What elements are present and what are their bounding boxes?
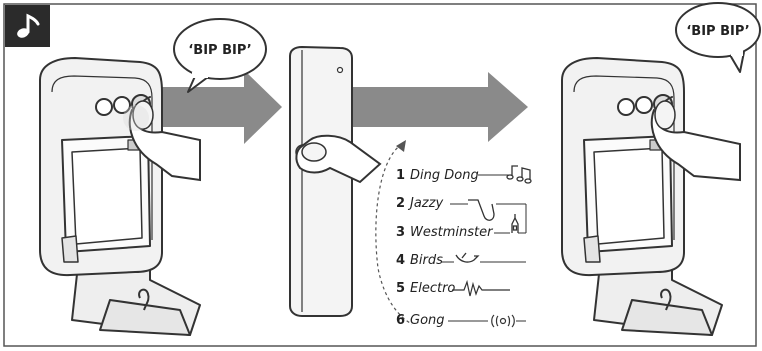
music-note-icon bbox=[5, 5, 50, 47]
melody-number: 6 bbox=[396, 313, 405, 328]
left-speech-bubble bbox=[173, 18, 267, 93]
melody-name: Westminster bbox=[410, 225, 494, 240]
melody-number: 3 bbox=[396, 225, 405, 240]
ding-dong-notes-icon bbox=[506, 165, 532, 184]
melody-row: 4 Birds bbox=[396, 252, 526, 268]
melody-row: 2 Jazzy bbox=[396, 196, 526, 221]
melody-row: 1 Ding Dong bbox=[396, 165, 532, 184]
right-bubble-text: ‘BIP BIP’ bbox=[686, 24, 749, 39]
diagram-frame bbox=[3, 3, 757, 347]
melody-row: 5 Electro bbox=[396, 279, 510, 297]
gong-sound-icon bbox=[491, 314, 515, 328]
doorbell-handset bbox=[289, 46, 353, 317]
arrow-to-handset bbox=[150, 70, 282, 144]
bird-icon bbox=[455, 252, 480, 263]
left-bubble-text: ‘BIP BIP’ bbox=[188, 43, 251, 58]
middle-finger-press bbox=[295, 134, 382, 184]
melody-name: Birds bbox=[410, 253, 443, 268]
right-finger-press bbox=[650, 96, 741, 182]
saxophone-icon bbox=[468, 199, 495, 221]
bell-tower-icon bbox=[511, 214, 519, 233]
electro-wave-icon bbox=[452, 279, 510, 297]
melody-cycle-arrowhead bbox=[396, 140, 406, 152]
melody-name: Jazzy bbox=[407, 196, 443, 211]
melody-cycle-arc bbox=[375, 143, 413, 325]
melody-name: Ding Dong bbox=[410, 168, 479, 183]
melody-number: 4 bbox=[396, 253, 405, 268]
right-speech-bubble bbox=[675, 2, 761, 73]
left-chime-unit bbox=[39, 57, 201, 336]
melody-list: 1 Ding Dong 2 Jazzy 3 Westminster bbox=[396, 165, 532, 328]
left-finger-press bbox=[123, 96, 201, 182]
melody-name: Gong bbox=[410, 313, 445, 328]
melody-row: 6 Gong bbox=[396, 313, 526, 328]
melody-number: 1 bbox=[396, 168, 405, 183]
right-chime-unit bbox=[561, 57, 723, 336]
arrow-to-chime bbox=[350, 72, 528, 142]
melody-name: Electro bbox=[410, 281, 455, 296]
melody-row: 3 Westminster bbox=[396, 214, 526, 240]
melody-number: 5 bbox=[396, 281, 405, 296]
melody-number: 2 bbox=[396, 196, 405, 211]
